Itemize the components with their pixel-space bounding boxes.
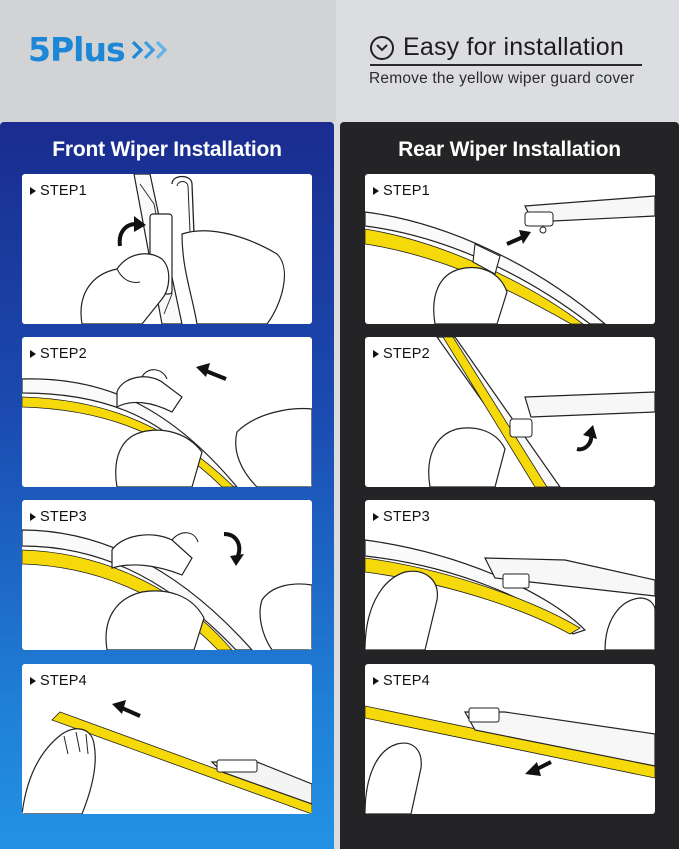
- rear-step-4-illustration: [365, 705, 655, 814]
- play-icon: [30, 513, 36, 521]
- front-step-1-label: STEP1: [30, 183, 87, 199]
- front-step-1-illustration: [80, 174, 285, 324]
- rear-step-4-label: STEP4: [373, 673, 430, 689]
- front-step-2-illustration: [22, 363, 312, 487]
- rear-step-1-card: STEP1: [365, 174, 655, 324]
- rear-step-3-card: STEP3: [365, 500, 655, 650]
- headline: Easy for installation: [403, 33, 624, 61]
- front-step-3-card: STEP3: [22, 500, 312, 650]
- front-step-4-arrow-icon: [112, 700, 141, 718]
- front-step-4-card: STEP4: [22, 664, 312, 814]
- front-step-2-arrow-icon: [196, 363, 227, 381]
- front-step-3-label: STEP3: [30, 509, 87, 525]
- rear-step-2-illustration: [428, 337, 655, 487]
- rear-panel-title: Rear Wiper Installation: [398, 138, 621, 161]
- front-step-1-arrow-icon: [117, 216, 146, 247]
- play-icon: [30, 187, 36, 195]
- front-step-3-arrow-icon: [223, 532, 244, 566]
- chevrons-right-icon: [131, 39, 171, 61]
- rear-step-4-card: STEP4: [365, 664, 655, 814]
- headline-divider: [370, 64, 642, 66]
- front-panel: Front Wiper Installation STEP1: [0, 122, 334, 849]
- rear-step-3-label: STEP3: [373, 509, 430, 525]
- front-step-2-label: STEP2: [30, 346, 87, 362]
- brand-logo: 5Plus: [28, 30, 171, 69]
- rear-step-4-arrow-icon: [525, 760, 552, 776]
- front-panel-title: Front Wiper Installation: [52, 138, 282, 161]
- header-right: [336, 0, 679, 122]
- front-step-3-illustration: [22, 529, 312, 650]
- front-step-1-card: STEP1: [22, 174, 312, 324]
- play-icon: [30, 677, 36, 685]
- front-step-4-label: STEP4: [30, 673, 87, 689]
- play-icon: [373, 350, 379, 358]
- front-step-2-card: STEP2: [22, 337, 312, 487]
- rear-step-2-arrow-icon: [576, 425, 597, 452]
- rear-step-3-illustration: [365, 539, 655, 650]
- header: 5Plus Easy for installation Remove the y…: [0, 0, 679, 122]
- header-left: 5Plus: [0, 0, 336, 122]
- play-icon: [373, 677, 379, 685]
- rear-panel: Rear Wiper Installation STEP1: [340, 122, 679, 849]
- rear-step-1-arrow-icon: [506, 230, 531, 246]
- rear-step-1-illustration: [365, 195, 655, 324]
- front-step-4-illustration: [22, 700, 312, 814]
- play-icon: [373, 187, 379, 195]
- subline: Remove the yellow wiper guard cover: [369, 70, 635, 87]
- chevron-down-circle-icon: [370, 35, 394, 60]
- play-icon: [373, 513, 379, 521]
- rear-step-2-label: STEP2: [373, 346, 430, 362]
- play-icon: [30, 350, 36, 358]
- headline-row: Easy for installation: [370, 33, 624, 62]
- brand-name: 5Plus: [28, 30, 126, 69]
- rear-step-2-card: STEP2: [365, 337, 655, 487]
- rear-step-1-label: STEP1: [373, 183, 430, 199]
